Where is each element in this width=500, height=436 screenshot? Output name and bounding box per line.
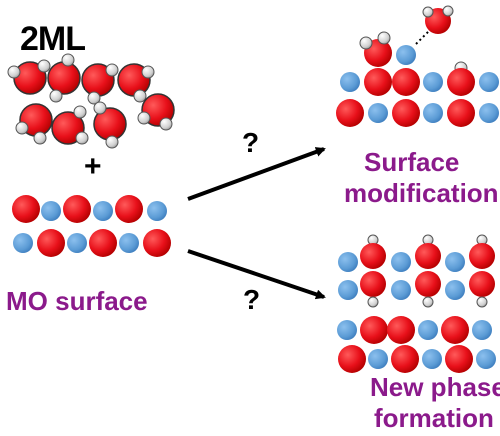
water-molecule (51, 105, 89, 145)
water-molecule (81, 63, 119, 105)
new-phase-structure (337, 234, 496, 373)
water-molecule (15, 103, 53, 145)
question-mark-bottom: ? (243, 284, 261, 315)
arrow-to-new-phase (187, 249, 326, 300)
hydrogen-bond (415, 27, 433, 45)
water-molecule (7, 59, 51, 95)
water-molecule (93, 101, 127, 149)
new-phase-label-line2: formation (374, 403, 494, 433)
adsorbed-water-molecule (422, 5, 454, 34)
water-molecule (137, 93, 175, 131)
surface-modification-label-line2: modification (344, 178, 499, 208)
dissociated-water-molecule (359, 31, 392, 67)
question-mark-top: ? (242, 127, 260, 158)
arrow-to-surface-modification (187, 147, 326, 201)
surface-modification-structure (336, 5, 499, 127)
water-molecules-group (7, 53, 175, 149)
mo-surface-label: MO surface (6, 286, 148, 316)
water-molecule (117, 63, 155, 103)
new-phase-label-line1: New phase (370, 372, 500, 402)
coverage-title: 2ML (20, 20, 86, 58)
mo-surface-slab (12, 195, 171, 257)
plus-sign: + (84, 150, 102, 183)
surface-modification-label-line1: Surface (364, 147, 460, 177)
water-molecule (47, 53, 81, 103)
